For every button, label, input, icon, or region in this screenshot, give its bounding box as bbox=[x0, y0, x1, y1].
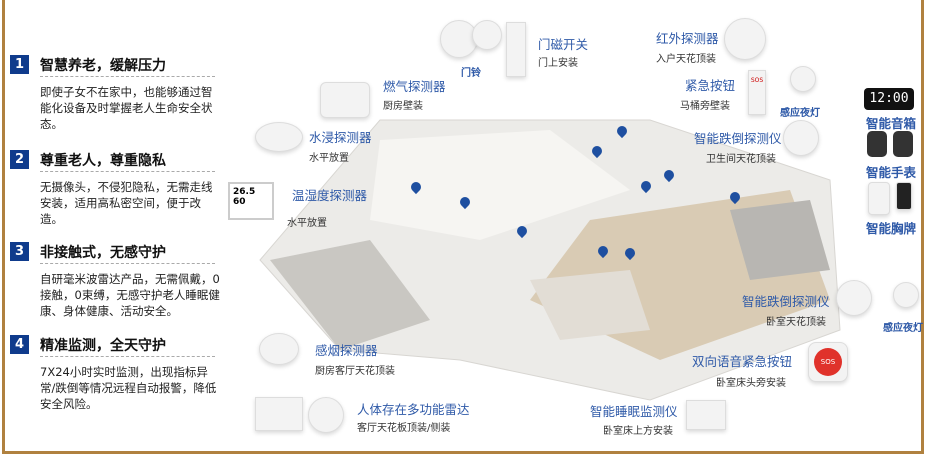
feature-number: 3 bbox=[10, 242, 29, 261]
fall-detector-bath-mount: 卫生间天花顶装 bbox=[706, 154, 776, 165]
night-light-label: 感应夜灯 bbox=[780, 108, 820, 119]
emergency-button-mount: 马桶旁壁装 bbox=[680, 101, 730, 112]
door-sensor-mount: 门上安装 bbox=[538, 58, 578, 69]
feature-desc: 自研毫米波雷达产品，无需佩戴，0接触，0束缚，无感守护老人睡眠健康、身体健康、活… bbox=[40, 272, 220, 318]
feature-title: 非接触式，无感守护 bbox=[40, 245, 166, 261]
sleep-monitor-mount: 卧室床上方安装 bbox=[603, 426, 673, 437]
divider bbox=[40, 76, 215, 77]
doorbell-device bbox=[440, 20, 478, 58]
infrared-device bbox=[724, 18, 766, 60]
feature-desc: 即使子女不在家中，也能够通过智能化设备及时掌握老人生命安全状态。 bbox=[40, 85, 213, 131]
feature-number: 4 bbox=[10, 335, 29, 354]
radar-mount: 客厅天花板顶装/侧装 bbox=[357, 423, 451, 434]
smart-watch-device bbox=[867, 131, 887, 157]
two-way-sos-mount: 卧室床头旁安装 bbox=[716, 378, 786, 389]
fall-detector-bath-label: 智能跌倒探测仪 bbox=[694, 131, 782, 146]
gas-detector-device bbox=[320, 82, 370, 118]
divider bbox=[40, 356, 215, 357]
feature-title: 智慧养老，缓解压力 bbox=[40, 58, 166, 74]
infrared-label: 红外探测器 bbox=[656, 31, 719, 46]
smart-watch-label: 智能手表 bbox=[866, 165, 917, 180]
feature-number: 2 bbox=[10, 150, 29, 169]
sleep-monitor-device bbox=[686, 400, 726, 430]
feature-title: 尊重老人，尊重隐私 bbox=[40, 153, 166, 169]
water-label: 水浸探测器 bbox=[309, 130, 372, 145]
thermo-hygrometer-device: 26.5 60 bbox=[228, 182, 274, 220]
fall-detector-bed-mount: 卧室天花顶装 bbox=[766, 317, 826, 328]
radar-device-round bbox=[308, 397, 344, 433]
smart-badge-label: 智能胸牌 bbox=[866, 221, 917, 236]
night-light-device bbox=[790, 66, 816, 92]
fall-detector-bed-label: 智能跌倒探测仪 bbox=[742, 294, 830, 309]
feature-title: 精准监测，全天守护 bbox=[40, 338, 166, 354]
smart-speaker-label: 智能音箱 bbox=[866, 116, 917, 131]
smoke-detector-device bbox=[259, 333, 299, 365]
smart-speaker-device: 12:00 bbox=[864, 88, 914, 110]
emergency-button-label: 紧急按钮 bbox=[685, 78, 736, 93]
infrared-mount: 入户天花顶装 bbox=[656, 54, 716, 65]
night-light-label: 感应夜灯 bbox=[883, 323, 923, 334]
emergency-button-device: SOS bbox=[748, 70, 766, 115]
feature-desc: 无摄像头，不侵犯隐私，无需走线安装，适用高私密空间，便于改造。 bbox=[40, 180, 213, 226]
gas-label: 燃气探测器 bbox=[383, 79, 446, 94]
doorbell-button bbox=[472, 20, 502, 50]
doorbell-label: 门铃 bbox=[461, 68, 481, 79]
gas-mount: 厨房壁装 bbox=[383, 101, 423, 112]
feature-desc: 7X24小时实时监测，出现指标异常/跌倒等情况远程自动报警，降低安全风险。 bbox=[40, 365, 217, 411]
smart-watch-device bbox=[893, 131, 913, 157]
door-sensor-device bbox=[506, 22, 526, 77]
smoke-detector-mount: 厨房客厅天花顶装 bbox=[315, 366, 395, 377]
floor-plan-illustration bbox=[259, 119, 841, 401]
water-sensor-device bbox=[255, 122, 303, 152]
thermo-hygrometer-mount: 水平放置 bbox=[287, 218, 327, 229]
radar-device bbox=[255, 397, 303, 431]
night-light-device bbox=[893, 282, 919, 308]
sos-button: SOS bbox=[814, 348, 842, 376]
smart-badge-device bbox=[896, 182, 912, 210]
door-sensor-label: 门磁开关 bbox=[538, 37, 589, 52]
fall-detector-bath-device bbox=[783, 120, 819, 156]
divider bbox=[40, 263, 215, 264]
smoke-detector-label: 感烟探测器 bbox=[315, 343, 378, 358]
water-mount: 水平放置 bbox=[309, 153, 349, 164]
thermo-hygrometer-label: 温湿度探测器 bbox=[292, 188, 368, 203]
radar-label: 人体存在多功能雷达 bbox=[357, 402, 470, 417]
smart-badge-device bbox=[868, 182, 890, 215]
feature-number: 1 bbox=[10, 55, 29, 74]
temperature-value: 26.5 bbox=[233, 187, 256, 197]
fall-detector-bed-device bbox=[836, 280, 872, 316]
humidity-value: 60 bbox=[233, 197, 246, 207]
two-way-sos-label: 双向语音紧急按钮 bbox=[692, 354, 793, 369]
sleep-monitor-label: 智能睡眠监测仪 bbox=[590, 404, 678, 419]
two-way-sos-device: SOS bbox=[808, 342, 848, 382]
divider bbox=[40, 171, 215, 172]
